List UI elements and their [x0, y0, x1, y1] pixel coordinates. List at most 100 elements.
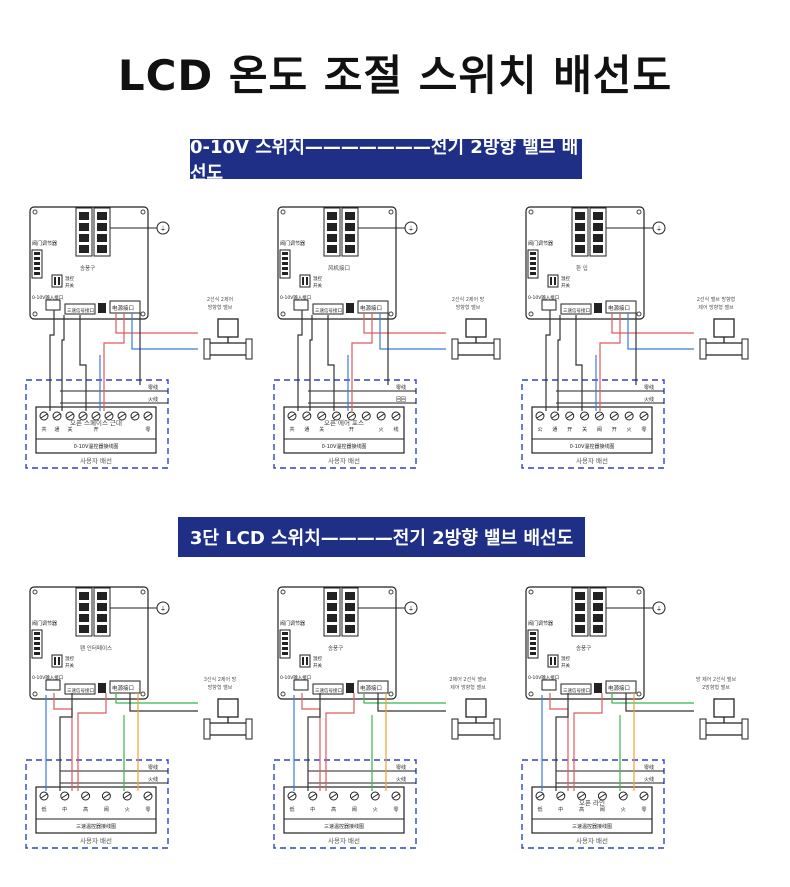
board-mid-label: 开关 [561, 662, 570, 669]
valve-label: 제어 방향형 밸브 [698, 304, 734, 311]
terminal-label: 火 [627, 427, 632, 433]
earth-icon: ⏚ [160, 226, 166, 233]
board-power-label: 电源接口 [608, 304, 630, 312]
board-power-label: 电源接口 [608, 684, 630, 692]
dip-lever [550, 657, 552, 665]
input-connector [45, 299, 61, 311]
terminal-screw [345, 592, 355, 600]
terminal-caption: 오픈 스페이스 근대 [70, 418, 122, 427]
terminal-screw [97, 625, 107, 633]
valve-actuator [465, 698, 487, 718]
wire-valve [325, 693, 355, 791]
line-label-neutral: 零线 [644, 764, 654, 771]
line-label-live: 火线 [148, 396, 158, 403]
mount-hole [528, 311, 534, 317]
terminal-screw [575, 234, 585, 242]
terminal-label: 中 [310, 806, 315, 813]
user-wiring-label: 사용자 배선 [80, 456, 112, 465]
line-label-live: 火线 [148, 776, 158, 783]
screw-slot [351, 793, 358, 799]
terminal-label: 低 [537, 806, 542, 813]
earth-icon: ⏚ [656, 606, 662, 613]
section-banner-0-10v: 0-10V 스위치———————전기 2방향 밸브 배선도 [190, 137, 582, 184]
screw-slot [596, 413, 603, 419]
pin [282, 652, 288, 655]
terminal-screw [345, 234, 355, 242]
terminal-screw [79, 603, 89, 611]
valve-label: 2방향형 밸브 [702, 684, 730, 691]
terminal-label: 中 [558, 806, 563, 813]
wiring-title: 三速温控器接线图 [572, 823, 612, 830]
valve-flange [493, 718, 501, 740]
board-mid-label: 开关 [65, 282, 74, 289]
dashed-frame [25, 379, 169, 469]
earth-icon: ⏚ [408, 606, 414, 613]
line-label-live: 火线 [396, 776, 406, 783]
earth-symbol [652, 221, 666, 235]
wire-blue [627, 313, 694, 350]
terminal-caption: 오픈 에어 포스 [324, 418, 364, 427]
terminal-screw [575, 625, 585, 633]
pin [530, 257, 536, 260]
screw-slot [640, 413, 648, 419]
earth-symbol [404, 601, 418, 615]
wire-dark [129, 693, 198, 712]
power-connector [109, 680, 141, 694]
line-label-neutral: 零线 [148, 384, 158, 391]
valve-actuator [713, 318, 735, 338]
valve-actuator [465, 318, 487, 338]
valve-body [205, 722, 251, 736]
pin [34, 652, 40, 655]
board-left-label: 阀门调节器 [528, 240, 553, 247]
terminal-label: 公 [537, 427, 542, 433]
wire-green [363, 693, 446, 704]
terminal-label: 零 [641, 807, 646, 813]
dip-lever [302, 657, 304, 665]
input-connector [293, 299, 309, 311]
terminal-label: 零 [393, 807, 398, 813]
screw-slot [625, 413, 633, 419]
earth-terminal [594, 303, 602, 313]
terminal-label: 阀 [352, 806, 357, 813]
signal-connector [312, 683, 344, 695]
terminal-screw [593, 223, 603, 231]
valve-flange [741, 338, 749, 360]
earth-symbol [652, 601, 666, 615]
wiring-diagram-2-0: ⏚阀门调节器팬 인터페이스温控开关0-10V输入接口三速信号接口电源接口3선식 … [25, 586, 253, 849]
terminal-screw [345, 625, 355, 633]
screw-slot [61, 793, 69, 799]
signal-connector [560, 303, 592, 315]
board-output-label: 三速信号接口 [563, 307, 590, 314]
mount-hole [636, 209, 642, 215]
dip-lever [54, 657, 56, 665]
terminal-caption: 오픈 라인 [579, 798, 605, 807]
terminal-label: 通 [54, 426, 59, 433]
mount-hole [140, 691, 146, 697]
valve-body [453, 722, 499, 736]
dip-lever [306, 657, 308, 665]
mount-hole [32, 589, 38, 595]
valve-actuator [713, 698, 735, 718]
mount-hole [528, 209, 534, 215]
user-wiring-label: 사용자 배선 [576, 456, 608, 465]
board-left-label: 阀门调节器 [32, 620, 57, 627]
earth-icon: ⏚ [408, 226, 414, 233]
valve-label: 방 제어 2선식 밸브 [696, 676, 737, 683]
pin [34, 257, 40, 260]
terminal-screw [345, 614, 355, 622]
terminal-label: 共 [41, 426, 46, 433]
screw-slot [118, 413, 126, 419]
terminal-label: 高 [331, 806, 336, 813]
dashed-frame [521, 759, 665, 849]
screw-slot [318, 413, 325, 419]
user-wiring-label: 사용자 배선 [328, 836, 360, 845]
terminal-screw [345, 245, 355, 253]
terminal-screw [79, 625, 89, 633]
terminal-screw [327, 614, 337, 622]
terminal-screw [79, 592, 89, 600]
line-label-live: 火线 [644, 396, 654, 403]
valve-label: 2선식 2제어 방 [452, 296, 485, 303]
line-label-neutral: 零线 [644, 384, 654, 391]
terminal-label: 高 [83, 806, 88, 813]
